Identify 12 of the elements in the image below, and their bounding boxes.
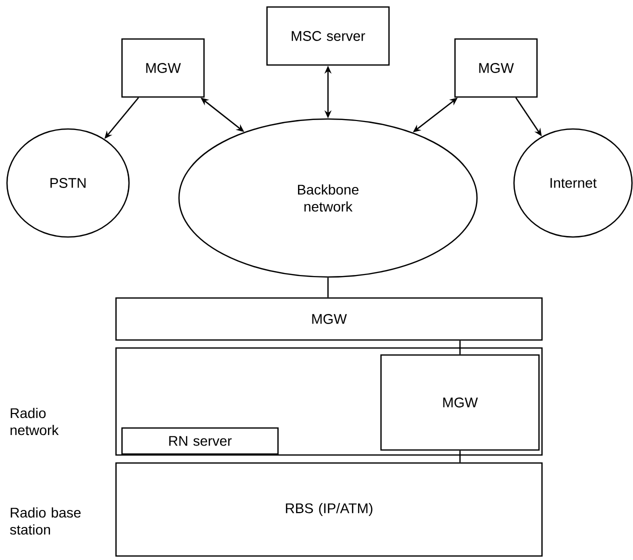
layer-label: Radio base station: [10, 507, 81, 535]
gateway-box: MGW: [454, 38, 538, 98]
gateway-bar: MGW: [115, 297, 543, 341]
connector-line: [459, 340, 461, 354]
server-box: MSC server: [266, 6, 390, 66]
server-box: RN server: [121, 427, 279, 455]
gateway-box: MGW: [121, 38, 205, 98]
station-layer-box: RBS (IP/ATM): [115, 462, 543, 557]
connector-line: [459, 450, 461, 462]
layer-label: Radio network: [10, 408, 59, 436]
connector-line: [327, 278, 329, 298]
gateway-box: MGW: [380, 354, 540, 451]
